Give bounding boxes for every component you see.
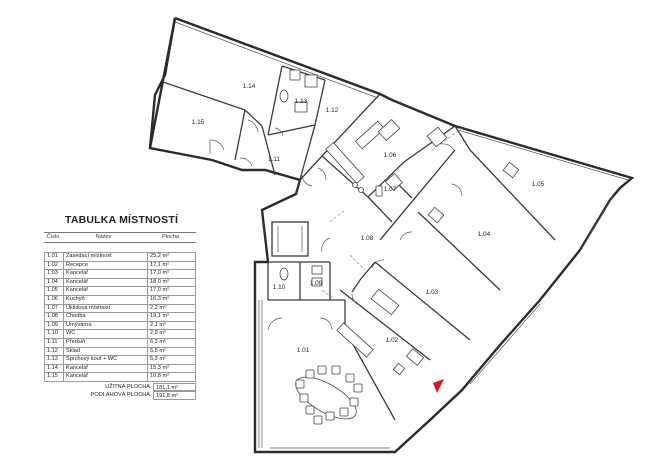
floor-area-label: PODLAHOVÁ PLOCHA [90,392,150,399]
floor-area-value: 191,8 m² [153,391,196,400]
room-name: Umývárna [63,320,148,331]
room-label-1-04: 1.04 [478,231,491,238]
room-name: Recepce [63,260,148,271]
room-area: 19,1 m² [147,312,196,322]
room-name: Kancelář [63,269,148,279]
room-label-1-15: 1.15 [192,119,205,126]
room-number: 1.04 [44,277,64,288]
room-number: 1.13 [44,355,64,365]
room-area: 17,0 m² [147,269,196,279]
room-area: 18,0 m² [147,277,196,288]
room-label-1-13: 1.13 [295,98,308,105]
usable-area-label: UŽITNÁ PLOCHA [105,383,150,390]
room-name: Kancelář [63,286,148,296]
header-name: Název [95,234,112,240]
room-table-header: Číslo Název Plocha [44,232,196,243]
usable-area-row: UŽITNÁ PLOCHA 181,1 m² [44,382,196,392]
room-name: Úklidová místnost [63,303,148,314]
room-label-1-12: 1.12 [326,107,339,114]
room-table-totals: UŽITNÁ PLOCHA 181,1 m² PODLAHOVÁ PLOCHA … [44,382,196,400]
room-area: 2,1 m² [147,320,196,331]
room-number: 1.06 [44,294,64,305]
room-number: 1.05 [44,286,64,296]
furniture [277,69,520,425]
room-area: 10,8 m² [147,372,196,382]
room-area: 17,1 m² [147,260,196,271]
room-number: 1.10 [44,329,64,339]
doors [209,119,463,331]
interior-walls [162,65,556,421]
room-label-1-03: 1.03 [426,289,439,296]
room-area: 17,0 m² [147,286,196,296]
room-number: 1.08 [44,312,64,322]
room-name: Kancelář [63,363,148,374]
room-label-1-08: 1.08 [361,235,374,242]
room-name: Sprchový kout + WC [63,355,148,365]
room-number: 1.15 [44,372,64,382]
red-triangle-icon [433,379,444,393]
room-label-1-05: 1.05 [532,181,545,188]
header-area: Plocha [161,234,180,240]
room-number: 1.12 [44,346,64,357]
room-table-title: TABULKA MÍSTNOSTÍ [65,214,179,226]
room-name: Chodba [63,312,148,322]
room-area: 6,3 m² [147,337,196,348]
room-area: 16,3 m² [147,294,196,305]
room-number: 1.03 [44,269,64,279]
room-label-1-07: 1.07 [384,186,397,193]
room-name: Předsíň [63,337,148,348]
room-number: 1.07 [44,303,64,314]
room-label-1-09: 1.09 [310,280,323,287]
room-name: Sklad [63,346,148,357]
room-number: 1.09 [44,320,64,331]
room-label-1-10: 1.10 [273,284,286,291]
room-area: 6,5 m² [147,346,196,357]
room-labels: 1.01 1.02 1.03 1.04 1.05 1.06 1.07 1.08 … [192,83,545,354]
room-label-1-01: 1.01 [297,347,310,354]
room-name: Kuchyň [63,294,148,305]
usable-area-value: 181,1 m² [153,382,196,392]
room-label-1-06: 1.06 [384,152,397,159]
room-table: TABULKA MÍSTNOSTÍ Číslo Název Plocha 1.0… [44,214,196,400]
header-number: Číslo [46,234,60,240]
room-area: 25,2 m² [147,252,196,262]
room-area: 2,2 m² [147,303,196,314]
room-number: 1.02 [44,260,64,271]
room-number: 1.11 [44,337,64,348]
room-area: 15,3 m² [147,363,196,374]
room-area: 5,3 m² [147,355,196,365]
room-label-1-11: 1.11 [268,156,280,163]
room-label-1-14: 1.14 [243,83,256,90]
room-number: 1.01 [44,252,64,262]
room-label-1-02: 1.02 [386,337,399,344]
room-name: Kancelář [63,372,148,382]
room-name: WC [63,329,148,339]
floor-area-row: PODLAHOVÁ PLOCHA 191,8 m² [44,391,196,400]
outer-walls [148,16,635,454]
room-area: 2,9 m² [147,329,196,339]
windows [174,21,629,449]
room-name: Kancelář [63,277,148,288]
room-name: Zasedací místnost [63,252,148,262]
room-number: 1.14 [44,363,64,374]
